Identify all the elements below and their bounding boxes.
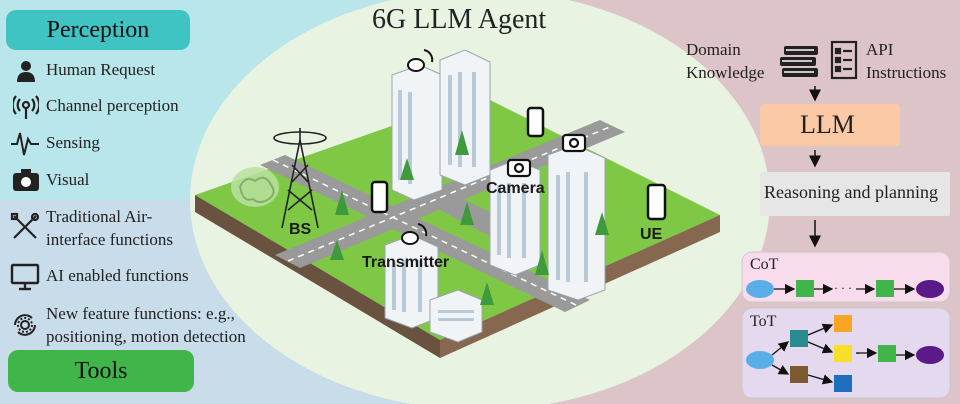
svg-text:· · ·: · · · (834, 281, 852, 295)
tot-step-node (878, 345, 896, 362)
tot-tree: · (746, 315, 944, 392)
cot-label: CoT (750, 256, 779, 273)
pulse-icon (10, 130, 40, 156)
brain-icon (231, 167, 279, 207)
bs-label: BS (289, 221, 312, 238)
llm-label: LLM (800, 110, 855, 139)
cot-step-node (876, 280, 894, 297)
phone-icon (370, 106, 667, 221)
tool-item: Traditional Air- (46, 207, 153, 226)
reasoning-label: Reasoning and planning (764, 182, 938, 202)
domain-knowledge-label: Domain (686, 40, 741, 59)
tot-leaf-node (834, 345, 852, 362)
satellite-dish-icon (401, 49, 434, 245)
tools-title: Tools (74, 357, 128, 384)
tot-start-node (746, 351, 774, 369)
camera-icon (506, 133, 587, 178)
perception-item: Channel perception (46, 96, 179, 115)
cot-step-node (796, 280, 814, 297)
tot-branch-node (790, 366, 808, 383)
api-instructions-label: API (866, 40, 894, 59)
tool-item: interface functions (46, 230, 173, 249)
tools-icon (10, 212, 40, 242)
camera-icon (12, 168, 40, 192)
tower-icon (273, 128, 327, 229)
api-instructions-label: Instructions (866, 63, 947, 82)
tot-leaf-node (834, 315, 852, 332)
cot-end-node (916, 280, 944, 298)
antenna-icon (11, 94, 41, 120)
perception-item: Visual (46, 170, 90, 189)
gear-cycle-icon (10, 310, 40, 340)
reasoning-box (760, 172, 950, 216)
tools-badge: Tools (8, 350, 194, 392)
cot-chain: · · · (746, 280, 944, 298)
books-icon (778, 38, 822, 80)
page-title: 6G LLM Agent (372, 4, 547, 35)
perception-title: Perception (46, 16, 150, 43)
perception-item: Sensing (46, 133, 100, 152)
tot-branch-node (790, 330, 808, 347)
tool-item: AI enabled functions (46, 266, 189, 285)
perception-item: Human Request (46, 60, 156, 79)
tot-label: ToT (750, 313, 777, 330)
perception-badge: Perception (6, 10, 190, 50)
svg-text:·: · (856, 348, 860, 360)
ue-label: UE (640, 226, 663, 243)
tool-item: New feature functions: e.g., (46, 304, 235, 323)
checklist-icon (830, 40, 858, 80)
llm-box (760, 104, 900, 146)
person-icon (15, 60, 37, 82)
camera-label: Camera (486, 180, 545, 197)
tot-leaf-node (834, 375, 852, 392)
transmitter-label: Transmitter (362, 254, 450, 271)
city-scene (195, 49, 720, 358)
cot-start-node (746, 280, 774, 298)
monitor-icon (10, 263, 40, 291)
tot-end-node (916, 346, 944, 364)
domain-knowledge-label: Knowledge (686, 63, 765, 82)
tool-item: positioning, motion detection (46, 327, 246, 346)
